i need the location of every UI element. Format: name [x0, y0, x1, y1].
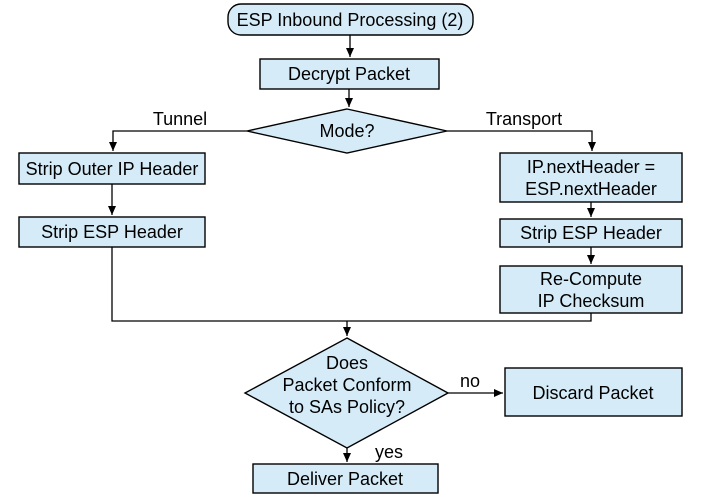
policy-line2: Packet Conform	[282, 375, 411, 395]
edge-mode-transport-branch	[447, 130, 596, 151]
recompute-checksum-shape	[499, 265, 683, 314]
recompute-checksum-line2: IP Checksum	[538, 291, 645, 311]
strip-outer-ip-shape	[18, 152, 206, 185]
mode-label: Mode?	[319, 121, 374, 141]
edge-merge-lines	[111, 247, 592, 322]
node-strip-esp-transport: Strip ESP Header	[499, 218, 683, 248]
edge-mode-tunnel-branch	[109, 130, 247, 151]
strip-outer-ip-label: Strip Outer IP Header	[26, 159, 199, 179]
ip-next-header-line1: IP.nextHeader =	[527, 157, 655, 177]
policy-line1: Does	[326, 353, 368, 373]
strip-esp-tunnel-label: Strip ESP Header	[41, 222, 183, 242]
node-start: ESP Inbound Processing (2)	[227, 3, 474, 36]
recompute-checksum-line1: Re-Compute	[540, 269, 642, 289]
discard-shape	[504, 367, 683, 417]
mode-diamond-shape	[246, 108, 448, 154]
edge-label-no: no	[460, 371, 480, 391]
node-mode-decision: Mode?	[246, 108, 448, 154]
ip-next-header-shape	[499, 152, 683, 203]
discard-label: Discard Packet	[532, 383, 653, 403]
node-policy-decision: Does Packet Conform to SAs Policy?	[243, 337, 450, 449]
start-label: ESP Inbound Processing (2)	[237, 10, 464, 30]
ip-next-header-line2: ESP.nextHeader	[525, 179, 657, 199]
node-deliver: Deliver Packet	[252, 463, 439, 494]
strip-esp-transport-label: Strip ESP Header	[520, 223, 662, 243]
strip-esp-transport-shape	[499, 218, 683, 248]
edge-label-transport: Transport	[486, 109, 562, 129]
policy-diamond-shape	[243, 337, 450, 449]
edge-label-yes: yes	[375, 442, 403, 462]
strip-esp-tunnel-shape	[18, 216, 206, 248]
policy-line3: to SAs Policy?	[289, 397, 405, 417]
decrypt-label: Decrypt Packet	[288, 64, 410, 84]
deliver-shape	[252, 463, 439, 494]
node-strip-outer-ip: Strip Outer IP Header	[18, 152, 206, 185]
start-shape	[227, 3, 474, 36]
node-recompute-checksum: Re-Compute IP Checksum	[499, 265, 683, 314]
decrypt-shape	[259, 58, 440, 90]
edge-label-tunnel: Tunnel	[153, 109, 207, 129]
node-strip-esp-tunnel: Strip ESP Header	[18, 216, 206, 248]
node-decrypt: Decrypt Packet	[259, 58, 440, 90]
deliver-label: Deliver Packet	[287, 469, 403, 489]
node-discard: Discard Packet	[504, 367, 683, 417]
node-ip-next-header: IP.nextHeader = ESP.nextHeader	[499, 152, 683, 203]
